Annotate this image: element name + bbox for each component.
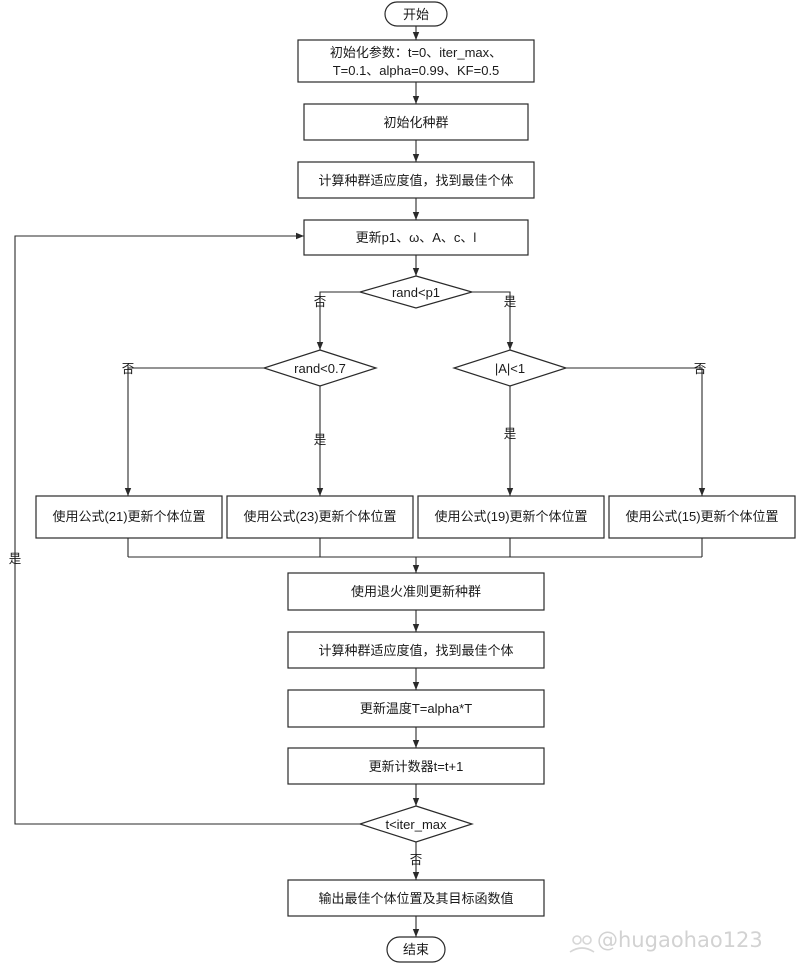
update-counter-label: 更新计数器t=t+1: [369, 759, 464, 774]
formula-15-label: 使用公式(15)更新个体位置: [625, 509, 778, 524]
label-loop-yes: 是: [9, 552, 22, 566]
edges: [14, 26, 706, 937]
node-formula-23: 使用公式(23)更新个体位置: [226, 495, 414, 539]
init-params-line2: T=0.1、alpha=0.99、KF=0.5: [333, 63, 500, 78]
node-compute-fitness-2: 计算种群适应度值，找到最佳个体: [287, 631, 545, 669]
compute-fitness-1-label: 计算种群适应度值，找到最佳个体: [318, 173, 513, 188]
node-formula-21: 使用公式(21)更新个体位置: [35, 495, 223, 539]
node-annealing: 使用退火准则更新种群: [287, 572, 545, 611]
edge-p1-no: [316, 291, 360, 350]
update-temperature-label: 更新温度T=alpha*T: [360, 701, 472, 716]
node-formula-15: 使用公式(15)更新个体位置: [608, 495, 796, 539]
decision-rand-07: rand<0.7: [262, 349, 378, 387]
init-params-line1: 初始化参数：t=0、iter_max、: [330, 45, 502, 60]
decision-abs-a: |A|<1: [452, 349, 568, 387]
node-init-params: 初始化参数：t=0、iter_max、 T=0.1、alpha=0.99、KF=…: [297, 39, 535, 83]
edge-labels: 否 是 否 是 是 否 是 否: [9, 295, 707, 867]
label-absA-no: 否: [694, 362, 707, 376]
node-formula-19: 使用公式(19)更新个体位置: [417, 495, 605, 539]
label-r07-yes: 是: [314, 433, 327, 447]
formula-19-label: 使用公式(19)更新个体位置: [434, 509, 587, 524]
label-p1-no: 否: [314, 295, 327, 309]
decision-rand-07-label: rand<0.7: [294, 361, 346, 376]
edge-loop-back: [14, 232, 360, 825]
watermark: @hugaohao123: [569, 928, 763, 953]
node-compute-fitness-1: 计算种群适应度值，找到最佳个体: [297, 161, 535, 199]
node-update-params: 更新p1、ω、A、c、l: [303, 219, 529, 256]
output-result-label: 输出最佳个体位置及其目标函数值: [318, 891, 513, 906]
decision-rand-p1: rand<p1: [357, 275, 475, 309]
label-absA-yes: 是: [504, 427, 517, 441]
decision-iter-label: t<iter_max: [385, 817, 447, 832]
edge-p1-yes: [472, 291, 514, 350]
node-init-population: 初始化种群: [303, 103, 529, 141]
decision-abs-a-label: |A|<1: [495, 361, 525, 376]
watermark-text: @hugaohao123: [597, 928, 763, 952]
label-iter-no: 否: [410, 853, 423, 867]
decision-rand-p1-label: rand<p1: [392, 285, 440, 300]
decision-iter: t<iter_max: [358, 805, 474, 843]
edge-absA-no: [566, 367, 706, 496]
edge-r07-no: [124, 367, 264, 496]
node-update-temperature: 更新温度T=alpha*T: [287, 689, 545, 728]
formula-21-label: 使用公式(21)更新个体位置: [52, 509, 205, 524]
node-update-counter: 更新计数器t=t+1: [287, 747, 545, 785]
watermark-logo-icon: [569, 935, 595, 953]
start-label: 开始: [403, 7, 429, 22]
annealing-label: 使用退火准则更新种群: [351, 584, 481, 599]
label-p1-yes: 是: [504, 295, 517, 309]
compute-fitness-2-label: 计算种群适应度值，找到最佳个体: [318, 643, 513, 658]
formula-23-label: 使用公式(23)更新个体位置: [243, 509, 396, 524]
node-end: 结束: [386, 936, 446, 963]
node-output-result: 输出最佳个体位置及其目标函数值: [287, 879, 545, 917]
node-start: 开始: [384, 1, 448, 27]
label-r07-no: 否: [122, 362, 135, 376]
update-params-label: 更新p1、ω、A、c、l: [356, 230, 477, 245]
init-population-label: 初始化种群: [383, 115, 448, 130]
end-label: 结束: [403, 942, 429, 957]
